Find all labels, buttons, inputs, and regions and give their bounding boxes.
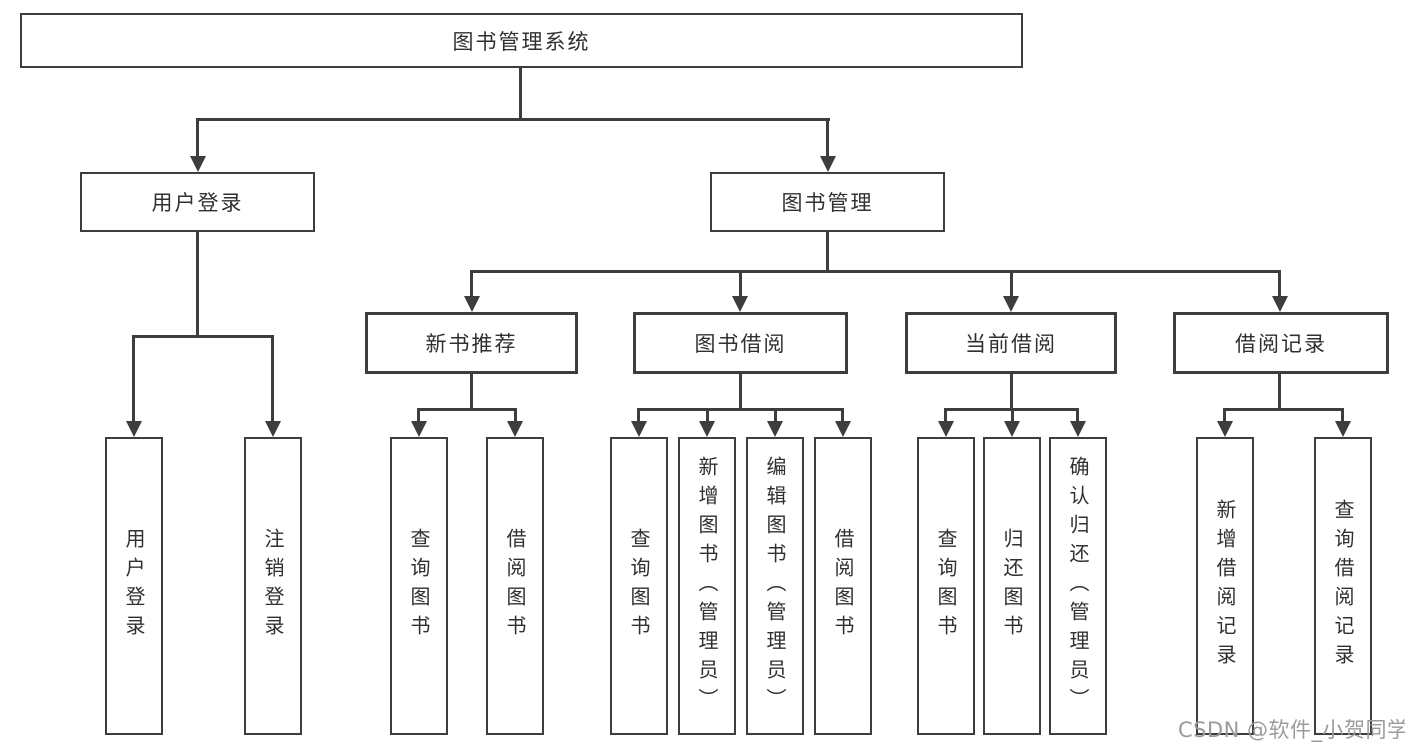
node-user-login-leaf: 用户登录 bbox=[105, 437, 163, 735]
node-user-login: 用户登录 bbox=[80, 172, 315, 232]
node-label: 查询图书 bbox=[934, 528, 958, 644]
connector-line bbox=[1278, 270, 1281, 298]
connector-line bbox=[826, 232, 829, 270]
arrowhead-down-icon bbox=[820, 156, 836, 172]
node-label: 归还图书 bbox=[1000, 528, 1024, 644]
node-borrow-books-recommend: 借阅图书 bbox=[486, 437, 544, 735]
connector-line bbox=[470, 270, 473, 298]
arrowhead-down-icon bbox=[1004, 421, 1020, 437]
node-label: 查询图书 bbox=[627, 528, 651, 644]
node-label: 图书借阅 bbox=[694, 332, 787, 356]
node-current-borrow: 当前借阅 bbox=[905, 312, 1117, 374]
connector-line bbox=[1341, 408, 1344, 423]
node-query-books-borrow: 查询图书 bbox=[610, 437, 668, 735]
arrowhead-down-icon bbox=[938, 421, 954, 437]
arrowhead-down-icon bbox=[464, 296, 480, 312]
node-label: 用户登录 bbox=[122, 528, 146, 644]
connector-line bbox=[196, 232, 199, 335]
node-label: 图书管理系统 bbox=[452, 29, 591, 54]
connector-line bbox=[1076, 408, 1079, 423]
node-label: 借阅图书 bbox=[503, 528, 527, 644]
connector-line bbox=[417, 408, 420, 423]
connector-line bbox=[196, 118, 830, 121]
connector-line bbox=[1223, 408, 1344, 411]
node-label: 新增图书（管理员） bbox=[695, 455, 719, 717]
arrowhead-down-icon bbox=[411, 421, 427, 437]
connector-line bbox=[706, 408, 709, 423]
node-add-book-admin: 新增图书（管理员） bbox=[678, 437, 736, 735]
arrowhead-down-icon bbox=[1272, 296, 1288, 312]
node-label: 借阅图书 bbox=[831, 528, 855, 644]
arrowhead-down-icon bbox=[835, 421, 851, 437]
node-label: 借阅记录 bbox=[1235, 332, 1327, 356]
node-label: 新增借阅记录 bbox=[1213, 499, 1237, 673]
arrowhead-down-icon bbox=[1335, 421, 1351, 437]
arrowhead-down-icon bbox=[507, 421, 523, 437]
connector-line bbox=[739, 270, 742, 298]
arrowhead-down-icon bbox=[699, 421, 715, 437]
node-query-borrow-record: 查询借阅记录 bbox=[1314, 437, 1372, 735]
node-book-management: 图书管理 bbox=[710, 172, 945, 232]
node-add-borrow-record: 新增借阅记录 bbox=[1196, 437, 1254, 735]
connector-line bbox=[470, 374, 473, 408]
node-edit-book-admin: 编辑图书（管理员） bbox=[746, 437, 804, 735]
connector-line bbox=[271, 335, 274, 423]
arrowhead-down-icon bbox=[1070, 421, 1086, 437]
node-borrow-books-leaf: 借阅图书 bbox=[814, 437, 872, 735]
connector-line bbox=[519, 68, 522, 118]
node-library-management-system: 图书管理系统 bbox=[20, 13, 1023, 68]
node-label: 编辑图书（管理员） bbox=[763, 455, 787, 717]
connector-line bbox=[470, 270, 1281, 273]
arrowhead-down-icon bbox=[1217, 421, 1233, 437]
connector-line bbox=[1010, 374, 1013, 408]
node-label: 查询借阅记录 bbox=[1331, 499, 1355, 673]
connector-line bbox=[739, 374, 742, 408]
node-label: 新书推荐 bbox=[425, 332, 518, 356]
connector-line bbox=[514, 408, 517, 423]
node-confirm-return-admin: 确认归还（管理员） bbox=[1049, 437, 1107, 735]
connector-line bbox=[132, 335, 274, 338]
connector-line bbox=[1278, 374, 1281, 408]
connector-line bbox=[196, 118, 199, 160]
connector-line bbox=[1011, 408, 1014, 423]
arrowhead-down-icon bbox=[631, 421, 647, 437]
node-label: 注销登录 bbox=[261, 528, 285, 644]
arrowhead-down-icon bbox=[732, 296, 748, 312]
node-borrow-records: 借阅记录 bbox=[1173, 312, 1389, 374]
node-return-book: 归还图书 bbox=[983, 437, 1041, 735]
connector-line bbox=[637, 408, 844, 411]
csdn-watermark: CSDN @软件_小贺同学 bbox=[1178, 718, 1405, 742]
connector-line bbox=[774, 408, 777, 423]
connector-line bbox=[637, 408, 640, 423]
connector-line bbox=[944, 408, 947, 423]
connector-line bbox=[417, 408, 516, 411]
arrowhead-down-icon bbox=[265, 421, 281, 437]
node-book-borrow: 图书借阅 bbox=[633, 312, 848, 374]
arrowhead-down-icon bbox=[190, 156, 206, 172]
node-new-book-recommend: 新书推荐 bbox=[365, 312, 578, 374]
connector-line bbox=[826, 118, 829, 160]
node-label: 用户登录 bbox=[151, 191, 244, 215]
node-logout: 注销登录 bbox=[244, 437, 302, 735]
node-label: 当前借阅 bbox=[965, 332, 1057, 356]
arrowhead-down-icon bbox=[1003, 296, 1019, 312]
node-query-books-recommend: 查询图书 bbox=[390, 437, 448, 735]
connector-line bbox=[1223, 408, 1226, 423]
arrowhead-down-icon bbox=[126, 421, 142, 437]
node-label: 确认归还（管理员） bbox=[1066, 455, 1090, 717]
node-query-books-current: 查询图书 bbox=[917, 437, 975, 735]
connector-line bbox=[841, 408, 844, 423]
arrowhead-down-icon bbox=[767, 421, 783, 437]
node-label: 图书管理 bbox=[781, 191, 874, 215]
connector-line bbox=[1010, 270, 1013, 298]
node-label: 查询图书 bbox=[407, 528, 431, 644]
connector-line bbox=[132, 335, 135, 423]
